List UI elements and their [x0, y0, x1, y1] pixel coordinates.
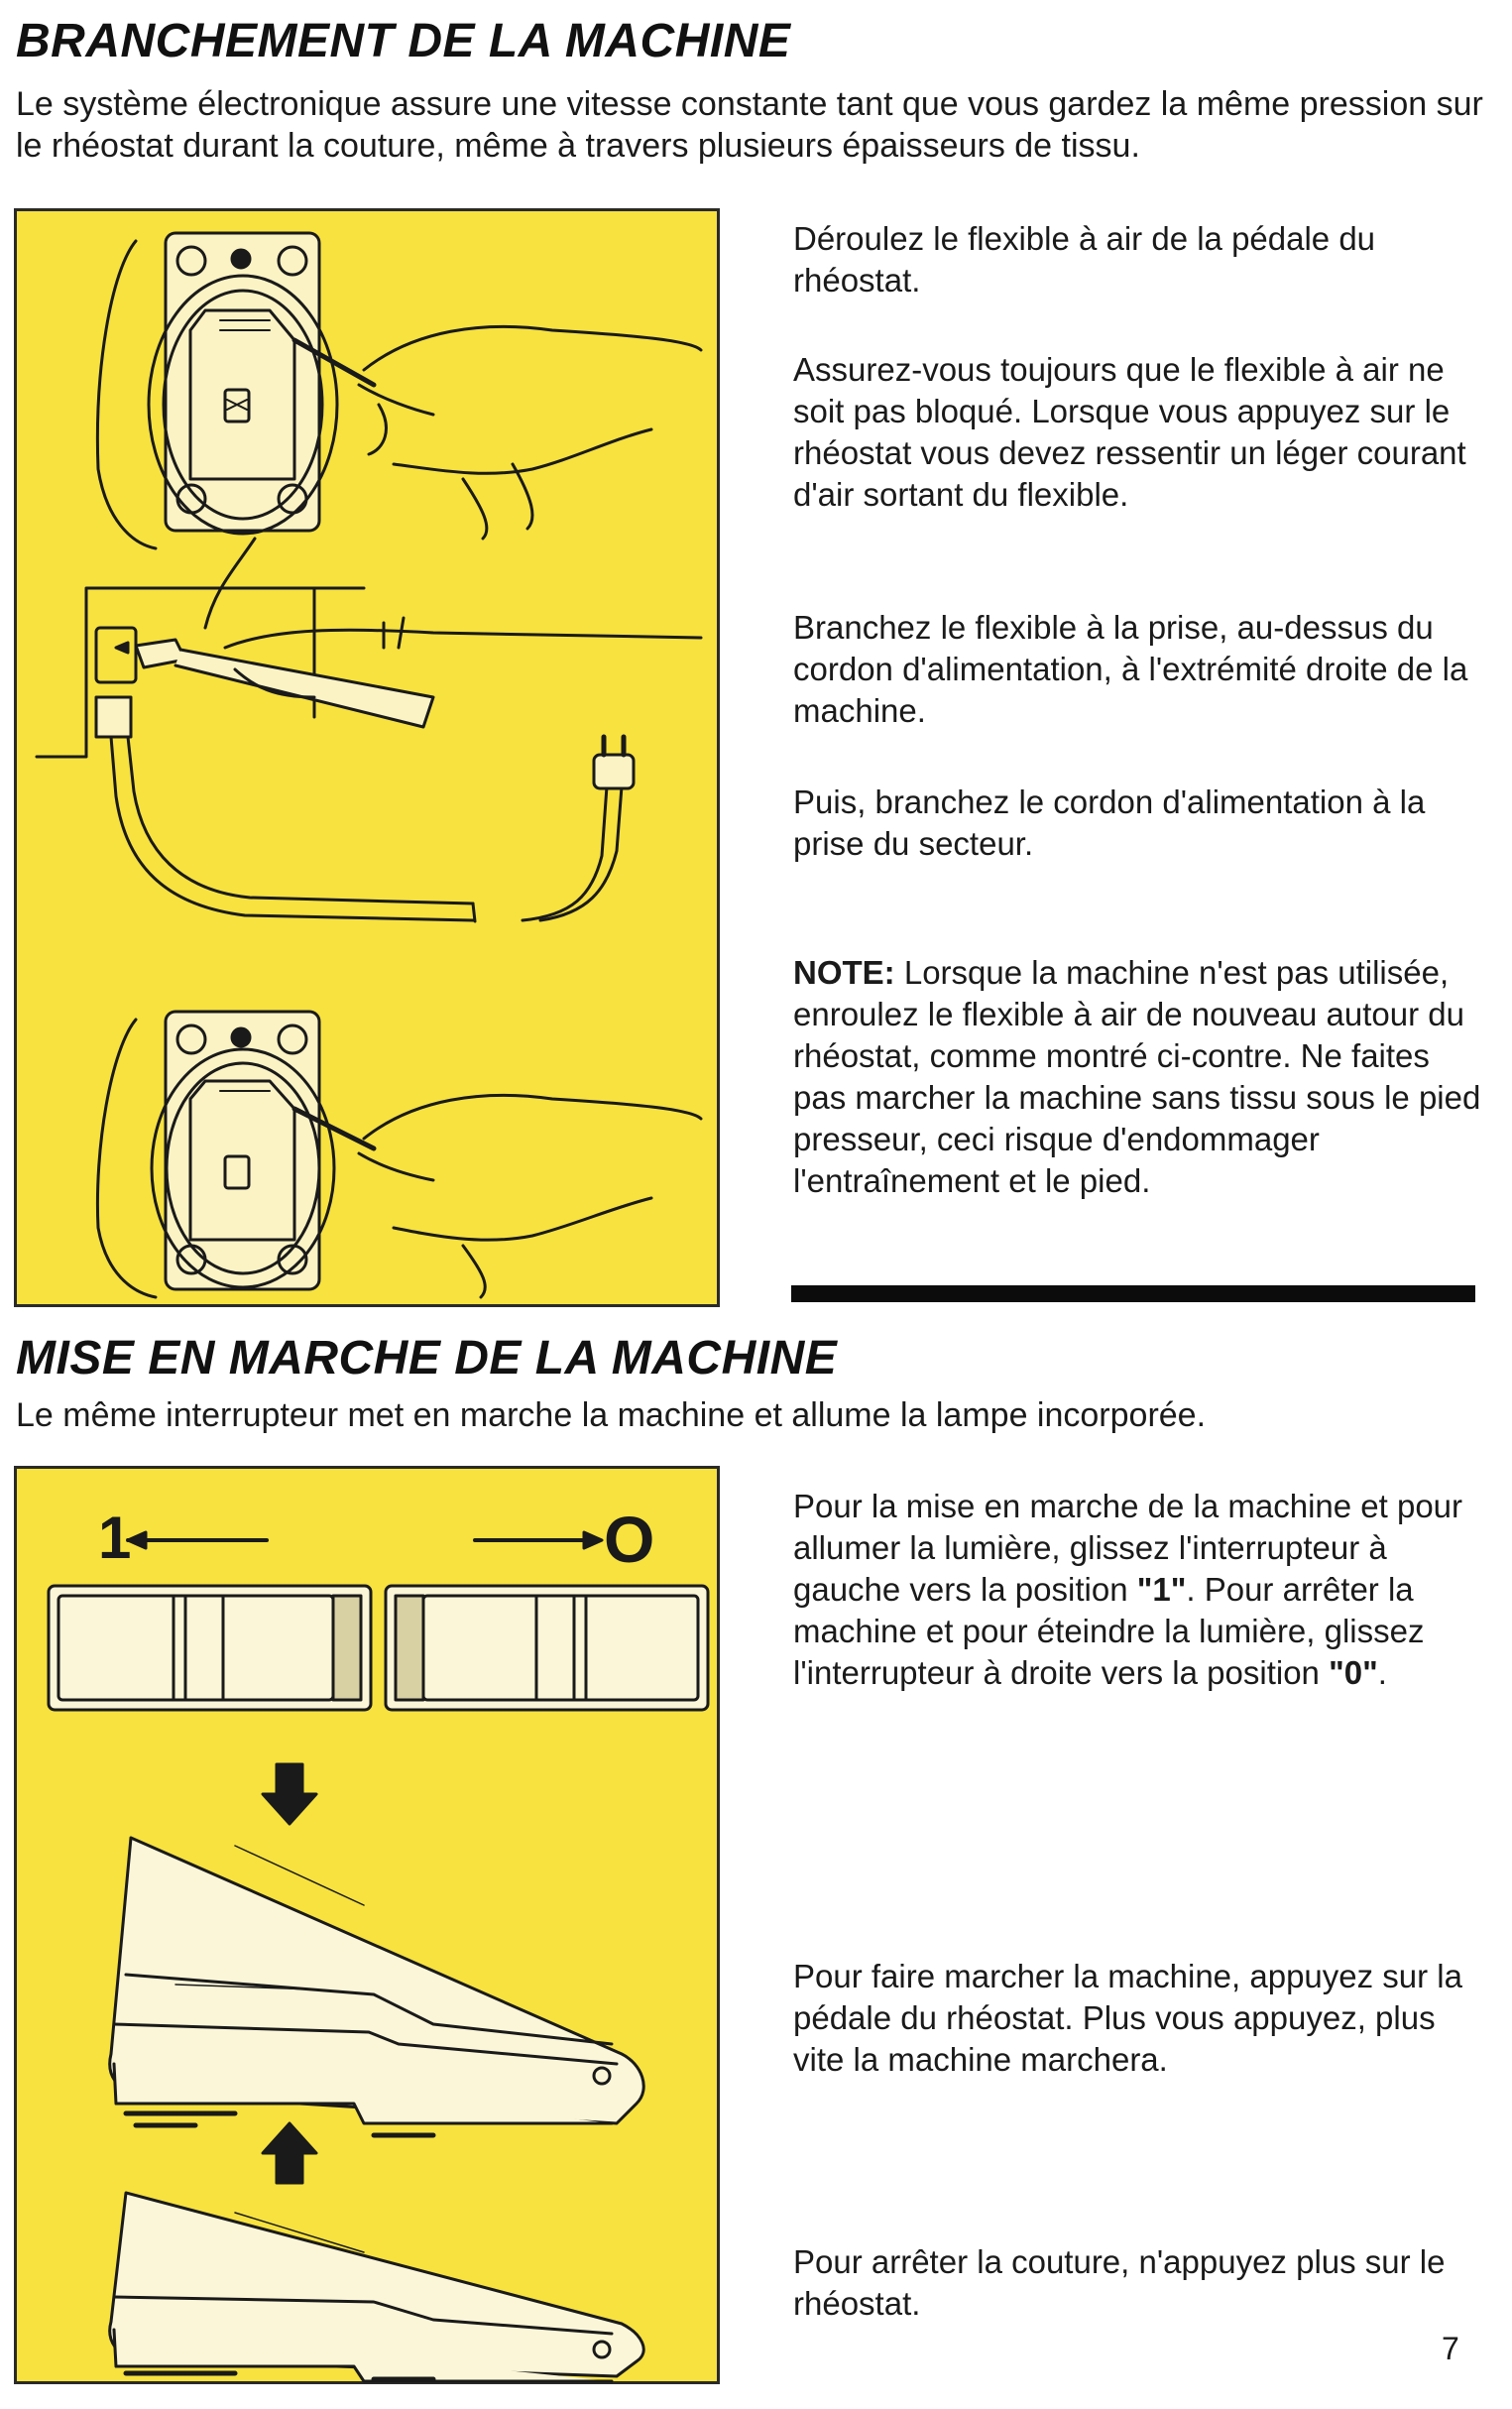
note-text: Lorsque la machine n'est pas utilisée, e… [793, 954, 1481, 1199]
para-release-pedal: Pour arrêter la couture, n'appuyez plus … [793, 2243, 1446, 2322]
para-plug-hose: Branchez le flexible à la prise, au-dess… [793, 609, 1468, 729]
arrow-right-icon [473, 1530, 604, 1550]
para-plug-power-cord: Puis, branchez le cordon d'alimentation … [793, 783, 1426, 862]
page-number: 7 [1442, 2331, 1459, 2366]
para-hose-not-blocked: Assurez-vous toujours que le flexible à … [793, 351, 1466, 513]
section-title-mise-en-marche: MISE EN MARCHE DE LA MACHINE [16, 1332, 838, 1385]
illustration-panel-mise-en-marche: 1 O [14, 1466, 720, 2384]
para-switch-positions: Pour la mise en marche de la machine et … [793, 1486, 1487, 1694]
switch-text-part-b: . Pour arrêter la machine et pour éteind… [793, 1571, 1425, 1691]
pedal-pressed-illustration [108, 1762, 645, 2138]
switch-text-part-a: Pour la mise en marche de la machine et … [793, 1488, 1463, 1608]
switch-position-on-text: "1" [1136, 1571, 1187, 1608]
switch-off-label: O [604, 1503, 654, 1576]
illustration-panel-branchement [14, 208, 720, 1307]
switch-position-off-text: "0" [1329, 1654, 1378, 1691]
switch-on-icon [47, 1584, 373, 1712]
section-divider [791, 1285, 1475, 1302]
section-intro-branchement: Le système électronique assure une vites… [16, 85, 1483, 165]
switch-on-label: 1 [98, 1505, 131, 1571]
pedal-released-illustration [108, 2121, 645, 2383]
para-unwind-hose: Déroulez le flexible à air de la pédale … [793, 220, 1376, 299]
hose-plug-illustration [35, 586, 703, 923]
note-label: NOTE: [793, 954, 895, 991]
section-title-branchement: BRANCHEMENT DE LA MACHINE [16, 15, 791, 67]
para-press-pedal: Pour faire marcher la machine, appuyez s… [793, 1958, 1462, 2078]
note-paragraph: NOTE: Lorsque la machine n'est pas utili… [793, 952, 1487, 1202]
arrow-left-icon [126, 1530, 269, 1550]
pedal-unwind-illustration [95, 231, 703, 630]
switch-off-icon [384, 1584, 710, 1712]
switch-text-part-c: . [1377, 1654, 1387, 1691]
pedal-rewound-illustration [95, 1010, 703, 1299]
section-intro-mise-en-marche: Le même interrupteur met en marche la ma… [16, 1396, 1207, 1434]
